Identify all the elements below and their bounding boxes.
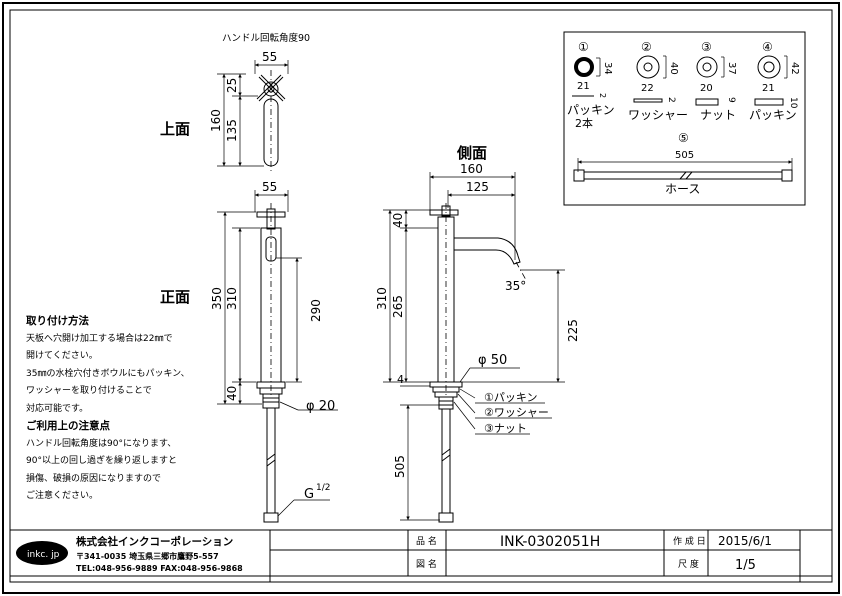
notes-section: 取り付け方法 天板へ穴開け加工する場合は22㎜で 開けてください。 35㎜の水栓… (26, 313, 226, 506)
front-view-label: 正面 (160, 288, 190, 306)
scale-value: 1/5 (735, 558, 756, 573)
part4-name: パッキン (749, 108, 797, 122)
install-line-2: 開けてください。 (26, 351, 98, 361)
top-160-dim: 160 (209, 109, 223, 132)
install-title: 取り付け方法 (26, 315, 89, 327)
front-phi20-dim: φ 20 (306, 399, 335, 414)
caution-line-2: 90°以上の回し過ぎを繰り返しますと (26, 456, 177, 466)
install-line-5: 対応可能です。 (26, 403, 89, 414)
front-nut (262, 393, 280, 409)
side-hose-end (438, 512, 454, 523)
front-350-dim: 350 (210, 287, 224, 310)
company-tel-fax: TEL:048-956-9889 FAX:048-956-9868 (76, 564, 243, 573)
part2-number: ② (641, 40, 652, 54)
top-135-dim: 135 (225, 119, 239, 142)
part3-diameter: 20 (700, 83, 713, 94)
product-code: INK-0302051H (500, 534, 600, 550)
label-date: 作 成 日 (673, 535, 706, 547)
part3-thickness: 9 (726, 97, 736, 103)
side-hose (441, 408, 451, 514)
part1-thickness: 2 (598, 93, 607, 98)
parts-box (563, 31, 806, 206)
company-logo-text: inkc. jp (27, 550, 60, 560)
side-40-dim: 40 (391, 213, 405, 228)
caution-title: ご利用上の注意点 (26, 420, 110, 432)
install-line-1: 天板へ穴開け加工する場合は22㎜で (26, 333, 173, 344)
part5-length: 505 (675, 150, 694, 161)
part2-thickness: 2 (666, 97, 676, 103)
front-310-dim: 310 (225, 287, 239, 310)
part2-diameter: 22 (641, 83, 654, 94)
front-width-dim: 55 (262, 180, 277, 194)
company-name: 株式会社インクコーポレーション (76, 535, 233, 548)
part1-diameter: 21 (577, 81, 590, 92)
side-265-dim: 265 (391, 295, 405, 318)
part3-number: ③ (701, 40, 712, 54)
company-address: 〒341-0035 埼玉県三郷市鷹野5-557 (76, 551, 219, 561)
label-scale: 尺 度 (678, 558, 699, 570)
side-310-dim: 310 (375, 287, 389, 310)
side-35deg-dim: 35° (505, 279, 526, 293)
part4-height: 42 (789, 62, 800, 75)
part5-hose-end-left (573, 169, 585, 182)
part3-height: 37 (726, 62, 737, 75)
install-line-3: 35㎜の水栓穴付きボウルにもパッキン、 (26, 368, 190, 379)
side-nut (438, 396, 454, 410)
callout-packing: ①パッキン (484, 391, 538, 404)
company-logo (16, 541, 68, 565)
side-4-dim: 4 (397, 373, 404, 386)
label-product-name: 品 名 (416, 535, 437, 547)
side-handle (429, 209, 459, 216)
side-spout (454, 237, 521, 265)
part1-number: ① (578, 40, 589, 54)
part2-height: 40 (668, 62, 679, 75)
part1-quantity: 2本 (575, 116, 593, 130)
front-40-dim: 40 (225, 386, 239, 401)
part3-nut-icon (696, 56, 718, 78)
part1-height: 34 (602, 62, 613, 75)
callout-washer: ②ワッシャー (484, 406, 549, 419)
side-phi50-dim: φ 50 (478, 353, 507, 368)
part2-name: ワッシャー (628, 108, 688, 122)
side-505-dim: 505 (393, 455, 407, 478)
part1-packing-icon (574, 57, 594, 77)
side-view-label: 側面 (456, 144, 487, 162)
callout-nut: ③ナット (484, 422, 527, 435)
caution-line-4: ご注意ください。 (26, 491, 99, 501)
part4-number: ④ (762, 40, 773, 54)
part2-washer-icon (636, 55, 660, 79)
part3-name: ナット (700, 108, 736, 122)
caution-line-1: ハンドル回転角度は90°になります、 (26, 438, 177, 449)
label-drawing-name: 図 名 (416, 558, 437, 570)
top-view-label: 上面 (160, 120, 190, 138)
handle-rotation-note: ハンドル回転角度90 (222, 32, 310, 44)
inner-border (9, 9, 833, 583)
part5-number: ⑤ (678, 131, 689, 145)
front-g-dim: G (304, 487, 314, 502)
side-225-dim: 225 (566, 319, 580, 342)
part5-hose-end-right (781, 169, 793, 182)
part4-thickness: 10 (788, 97, 798, 109)
part5-name: ホース (665, 182, 700, 196)
front-g-fraction: 1/2 (316, 483, 330, 493)
side-125-dim: 125 (466, 180, 489, 194)
creation-date: 2015/6/1 (718, 534, 772, 548)
top-width-dim: 55 (262, 50, 277, 64)
top-25-dim: 25 (225, 78, 239, 93)
front-hose-end (263, 512, 279, 523)
part1-name: パッキン (567, 103, 615, 117)
front-290-dim: 290 (309, 299, 323, 322)
install-line-4: ワッシャーを取り付けることで (26, 386, 152, 396)
side-160-dim: 160 (460, 162, 483, 176)
caution-line-3: 損傷、破損の原因になりますので (26, 473, 162, 484)
part4-diameter: 21 (762, 83, 775, 94)
part4-packing-icon (757, 55, 781, 79)
